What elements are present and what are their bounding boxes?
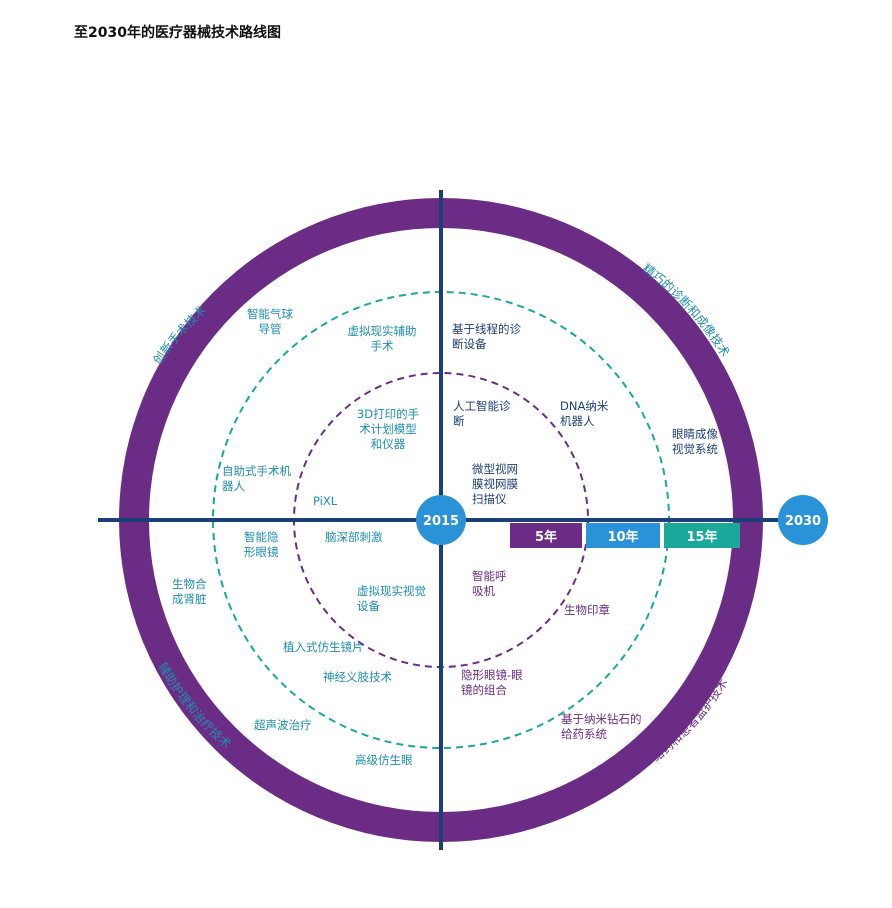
page-title: 至2030年的医疗器械技术路线图 (74, 25, 281, 41)
label-nanodiamond: 基于纳米钻石的给药系统 (561, 712, 642, 741)
label-respirator: 智能呼吸机 (472, 569, 507, 598)
label-balloon: 智能气球导管 (247, 307, 293, 336)
year-2015-label: 2015 (423, 514, 459, 529)
label-contact-glasses: 隐形眼镜-眼镜的组合 (461, 668, 523, 697)
label-print3d: 3D打印的手术计划模型和仪器 (357, 407, 419, 451)
label-eye-imaging: 眼睛成像视觉系统 (672, 427, 718, 456)
label-bionic-eye: 高级仿生眼 (355, 753, 413, 767)
band-10-label: 10年 (607, 529, 638, 545)
year-2030-label: 2030 (785, 514, 821, 529)
label-thread-dx: 基于线程的诊断设备 (452, 322, 521, 351)
label-ai-dx: 人工智能诊断 (453, 399, 511, 428)
band-5-label: 5年 (535, 529, 557, 545)
label-bionic-lens: 植入式仿生镜片 (283, 640, 364, 654)
label-bio-kidney: 生物合成肾脏 (172, 577, 207, 606)
label-retina-scanner: 微型视网膜视网膜扫描仪 (472, 462, 518, 506)
label-neuro-limb: 神经义肢技术 (323, 670, 392, 684)
band-10-years (586, 523, 660, 548)
label-ultrasound: 超声波治疗 (254, 718, 312, 732)
year-2030-circle (778, 495, 828, 545)
year-2015-circle (416, 495, 466, 545)
band-5-years (510, 523, 582, 548)
label-dbs: 脑深部刺激 (325, 530, 383, 544)
label-smart-contact: 智能隐形眼镜 (244, 530, 279, 559)
label-dna-robot: DNA纳米机器人 (560, 399, 609, 428)
label-vr-surgery: 虚拟现实辅助手术 (348, 324, 417, 353)
label-vr-vision: 虚拟现实视觉设备 (357, 584, 426, 613)
label-robot-surgeon: 自助式手术机器人 (222, 464, 291, 493)
band-15-years (664, 523, 740, 548)
band-15-label: 15年 (686, 529, 717, 545)
label-bio-stamp: 生物印章 (564, 603, 610, 617)
label-pixl: PiXL (313, 494, 338, 508)
